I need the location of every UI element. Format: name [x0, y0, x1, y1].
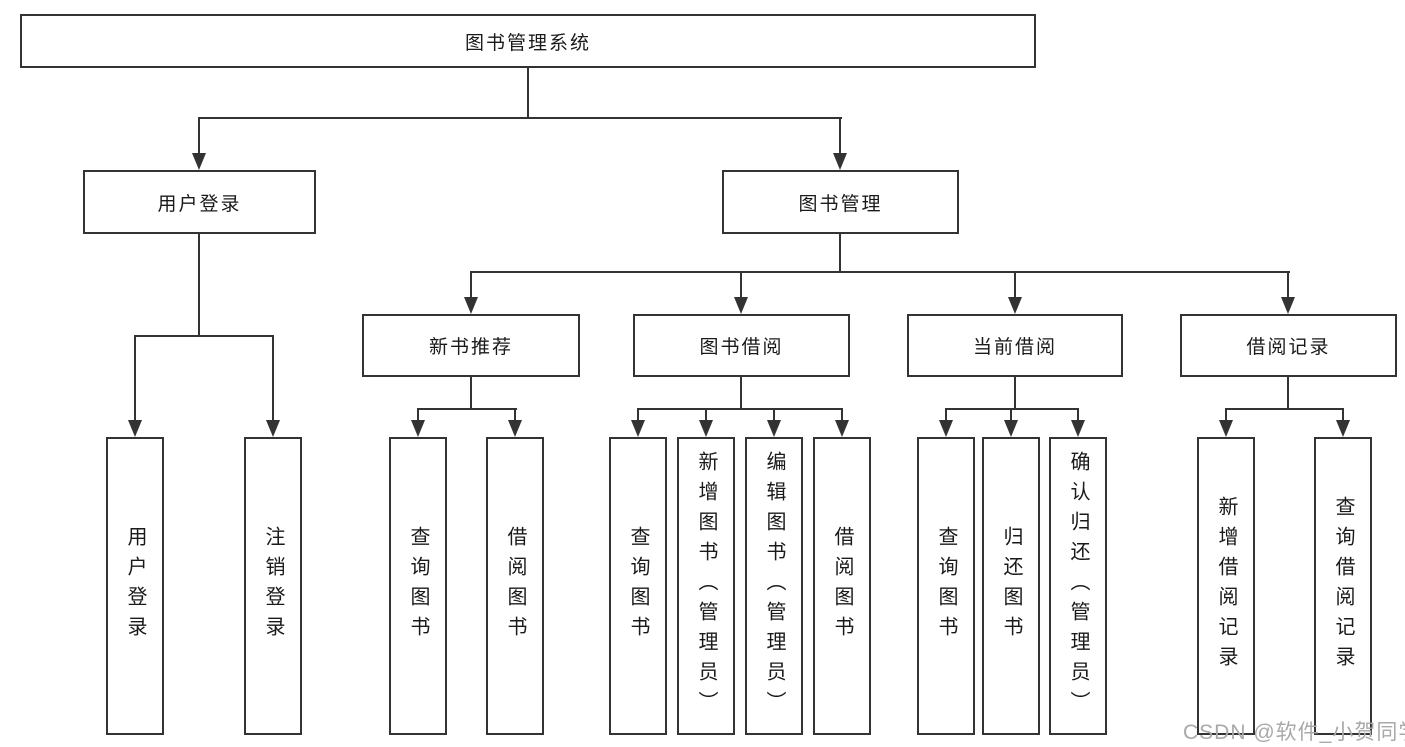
arrow-rec-query — [411, 420, 425, 437]
connector-drop-logout-leaf — [272, 335, 274, 422]
connector-drop-bb-edit — [773, 408, 775, 422]
connector-drop-rec-query — [417, 408, 419, 422]
connector-records-stem — [1287, 377, 1289, 410]
connector-borrow-split — [637, 408, 843, 410]
connector-current-stem — [1014, 377, 1016, 410]
leaf-user-login: 用户登录 — [106, 437, 164, 735]
node-book-management: 图书管理 — [722, 170, 959, 234]
arrow-user-login — [192, 153, 206, 170]
connector-drop-cb-return — [1010, 408, 1012, 422]
connector-drop-user-login — [198, 117, 200, 154]
arrow-bb-edit — [767, 420, 781, 437]
arrow-br-add — [1219, 420, 1233, 437]
connector-user-login-split — [134, 335, 274, 337]
connector-level1-split — [198, 117, 842, 119]
arrow-cb-query — [939, 420, 953, 437]
connector-drop-current-borrow — [1014, 271, 1016, 299]
leaf-cb-query-books: 查询图书 — [917, 437, 975, 735]
node-current-borrowing: 当前借阅 — [907, 314, 1123, 377]
connector-drop-bb-borrow — [841, 408, 843, 422]
arrow-cb-return — [1004, 420, 1018, 437]
node-new-book-recommend: 新书推荐 — [362, 314, 580, 377]
connector-drop-login-leaf — [134, 335, 136, 422]
node-borrowing-records: 借阅记录 — [1180, 314, 1397, 377]
arrow-book-mgmt — [833, 153, 847, 170]
arrow-logout-leaf — [266, 420, 280, 437]
connector-drop-br-query — [1342, 408, 1344, 422]
connector-root-stem — [527, 68, 529, 118]
arrow-new-book-rec — [464, 297, 478, 314]
arrow-bb-query — [631, 420, 645, 437]
leaf-cb-return-books: 归还图书 — [982, 437, 1040, 735]
connector-rec-stem — [470, 377, 472, 410]
arrow-book-borrow — [734, 297, 748, 314]
leaf-bb-borrow-books: 借阅图书 — [813, 437, 871, 735]
leaf-bb-query-books: 查询图书 — [609, 437, 667, 735]
connector-drop-cb-query — [945, 408, 947, 422]
leaf-rec-borrow-books: 借阅图书 — [486, 437, 544, 735]
connector-drop-borrow-records — [1287, 271, 1289, 299]
leaf-bb-add-books-admin: 新增图书（管理员） — [677, 437, 735, 735]
leaf-cb-confirm-return-admin: 确认归还（管理员） — [1049, 437, 1107, 735]
connector-drop-br-add — [1225, 408, 1227, 422]
arrow-login-leaf — [128, 420, 142, 437]
node-root-library-system: 图书管理系统 — [20, 14, 1036, 68]
arrow-bb-add — [699, 420, 713, 437]
leaf-bb-edit-books-admin: 编辑图书（管理员） — [745, 437, 803, 735]
connector-drop-new-book-rec — [470, 271, 472, 299]
connector-drop-book-mgmt — [839, 117, 841, 154]
leaf-br-add-record: 新增借阅记录 — [1197, 437, 1255, 735]
connector-user-login-stem — [198, 234, 200, 337]
arrow-current-borrow — [1008, 297, 1022, 314]
connector-drop-cb-confirm — [1077, 408, 1079, 422]
arrow-borrow-records — [1281, 297, 1295, 314]
connector-drop-book-borrow — [740, 271, 742, 299]
connector-level3-split — [470, 271, 1290, 273]
arrow-rec-borrow — [508, 420, 522, 437]
arrow-cb-confirm — [1071, 420, 1085, 437]
csdn-watermark: CSDN @软件_小贺同学 — [1183, 721, 1405, 744]
node-book-borrowing: 图书借阅 — [633, 314, 850, 377]
connector-drop-rec-borrow — [514, 408, 516, 422]
connector-drop-bb-add — [705, 408, 707, 422]
connector-records-split — [1225, 408, 1344, 410]
leaf-br-query-record: 查询借阅记录 — [1314, 437, 1372, 735]
connector-borrow-stem — [740, 377, 742, 410]
connector-rec-split — [417, 408, 517, 410]
arrow-bb-borrow — [835, 420, 849, 437]
connector-book-mgmt-stem — [839, 234, 841, 273]
arrow-br-query — [1336, 420, 1350, 437]
leaf-logout: 注销登录 — [244, 437, 302, 735]
leaf-rec-query-books: 查询图书 — [389, 437, 447, 735]
node-user-login: 用户登录 — [83, 170, 316, 234]
connector-drop-bb-query — [637, 408, 639, 422]
connector-current-split — [945, 408, 1079, 410]
